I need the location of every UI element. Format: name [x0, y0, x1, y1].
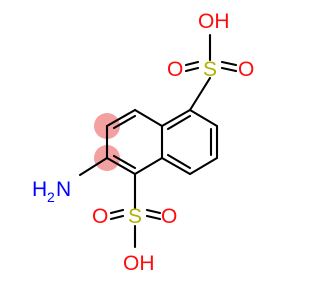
bond-bottom-s-o-left-b	[109, 214, 125, 221]
label-top-s: S	[203, 58, 217, 81]
bond-ring-right-1	[160, 108, 192, 128]
bond-ring-left-2	[133, 108, 164, 128]
label-top-o-right: O	[238, 58, 254, 81]
label-bottom-s: S	[128, 205, 142, 228]
bond-ring-right-double-3	[166, 153, 192, 170]
bond-top-s-o-left-a	[184, 60, 200, 67]
bond-ring-left-4	[133, 156, 164, 176]
bond-ring-left-5	[105, 156, 137, 176]
bond-ring-right-double-1	[166, 114, 192, 131]
label-bottom-oh: OH	[123, 252, 155, 275]
label-amine-h: H	[32, 178, 47, 201]
bond-ring-right-2	[188, 108, 219, 128]
bond-ring-left-double-1	[112, 114, 137, 130]
bond-ring-left-1	[105, 108, 137, 128]
bond-bottom-s-o-right-b	[145, 214, 162, 221]
bond-top-s-o-left-b	[184, 66, 200, 73]
bond-top-s-o-right-a	[220, 60, 238, 67]
label-top-oh: OH	[198, 10, 230, 33]
label-bottom-o-right: O	[161, 205, 177, 228]
bond-ring-right-4	[188, 156, 219, 176]
label-amine-subscript: 2	[47, 189, 55, 205]
bond-to-top-sulfur	[188, 76, 212, 112]
bond-top-s-o-right-b	[220, 66, 238, 73]
bond-to-amine	[78, 156, 109, 177]
bond-ring-left-double-2	[112, 154, 137, 170]
bond-ring-right-5	[160, 156, 192, 176]
structure-diagram: OH O S O H 2 N O S O OH	[32, 10, 254, 275]
label-bottom-o-left: O	[92, 205, 108, 228]
bond-bottom-s-o-right-a	[145, 208, 162, 215]
label-top-o-left: O	[167, 58, 183, 81]
label-amine-n: N	[56, 178, 71, 201]
bond-bottom-s-o-left-a	[109, 208, 125, 215]
